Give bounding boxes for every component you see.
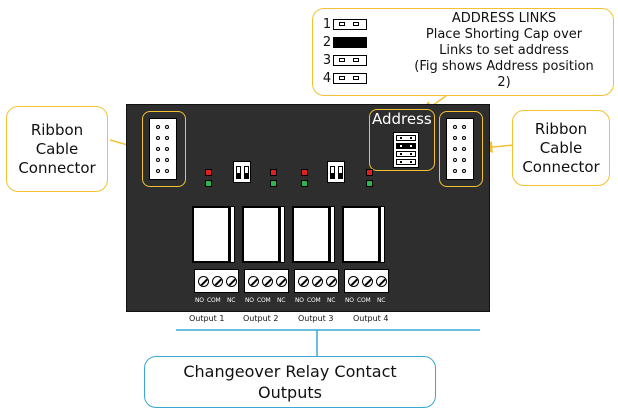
relay-board: Address NO COM NC NO COM NC NO COM: [126, 104, 490, 312]
relay-1: [192, 206, 235, 263]
ribbon-cable-callout-right-text: Ribbon Cable Connector: [522, 119, 600, 176]
led-green-1: [205, 180, 212, 187]
legend-num: 1: [322, 17, 332, 32]
dip-switch-1[interactable]: [233, 161, 251, 183]
address-link-4: [396, 159, 416, 165]
relay-4: [342, 206, 385, 263]
output-label-1: Output 1: [189, 314, 225, 323]
legend-num: 2: [322, 35, 332, 50]
address-label: Address: [372, 110, 432, 128]
relay-2: [242, 206, 285, 263]
ribbon-cable-callout-left: Ribbon Cable Connector: [6, 106, 108, 192]
dip-switch-2[interactable]: [327, 161, 345, 183]
terminal-block-3: [294, 269, 339, 293]
output-label-2: Output 2: [243, 314, 279, 323]
output-label-4: Output 4: [353, 314, 389, 323]
address-links-block: [393, 132, 419, 168]
ribbon-connector-right: [446, 118, 474, 180]
terminal-1-com-label: COM: [207, 297, 221, 304]
terminal-2-nc-label: NC: [277, 297, 286, 304]
ribbon-cable-callout-right: Ribbon Cable Connector: [512, 110, 610, 186]
terminal-2-no-label: NO: [245, 297, 254, 304]
terminal-2-com-label: COM: [257, 297, 271, 304]
terminal-4-nc-label: NC: [377, 297, 386, 304]
led-red-2: [270, 169, 277, 176]
terminal-3-com-label: COM: [307, 297, 321, 304]
led-red-1: [205, 169, 212, 176]
terminal-3-no-label: NO: [295, 297, 304, 304]
address-links-callout: 1 2 3 4 ADDRESS LINKS Place Shorting Cap…: [312, 8, 614, 96]
relay-3: [292, 206, 335, 263]
legend-row-4: 4: [321, 69, 367, 88]
legend-link-open: [333, 19, 367, 30]
led-green-4: [366, 180, 373, 187]
outputs-callout: Changeover Relay Contact Outputs: [144, 356, 436, 408]
led-red-4: [366, 169, 373, 176]
terminal-block-2: [244, 269, 289, 293]
legend-num: 4: [322, 71, 332, 86]
address-link-1: [396, 135, 416, 141]
outputs-callout-text: Changeover Relay Contact Outputs: [183, 362, 397, 402]
terminal-3-nc-label: NC: [327, 297, 336, 304]
legend-link-open: [333, 73, 367, 84]
ribbon-connector-left: [149, 118, 177, 180]
legend-row-1: 1: [321, 15, 367, 34]
terminal-block-4: [344, 269, 389, 293]
terminal-1-nc-label: NC: [227, 297, 236, 304]
address-link-3: [396, 151, 416, 157]
ribbon-connector-right-highlight: [439, 111, 483, 187]
terminal-4-com-label: COM: [357, 297, 371, 304]
address-link-2: [396, 143, 416, 149]
terminal-block-1: [194, 269, 239, 293]
output-label-3: Output 3: [298, 314, 334, 323]
legend-link-open: [333, 55, 367, 66]
ribbon-cable-callout-left-text: Ribbon Cable Connector: [18, 120, 96, 177]
led-green-3: [301, 180, 308, 187]
legend-row-2: 2: [321, 33, 367, 52]
terminal-1-no-label: NO: [195, 297, 204, 304]
led-red-3: [301, 169, 308, 176]
address-highlight: [369, 109, 435, 171]
legend-link-capped: [333, 37, 367, 48]
legend-num: 3: [322, 53, 332, 68]
terminal-4-no-label: NO: [345, 297, 354, 304]
led-green-2: [270, 180, 277, 187]
ribbon-connector-left-highlight: [142, 111, 186, 187]
address-links-text: ADDRESS LINKS Place Shorting Cap over Li…: [414, 11, 594, 90]
legend-row-3: 3: [321, 51, 367, 70]
